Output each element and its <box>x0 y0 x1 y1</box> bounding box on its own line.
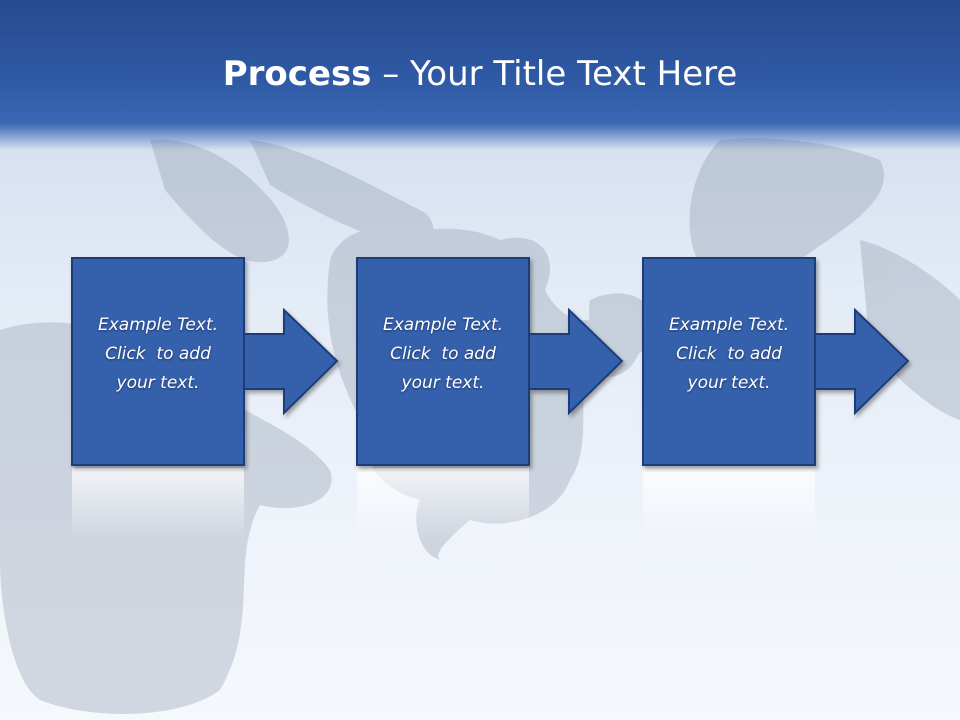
title-band <box>0 0 960 150</box>
step-3-text[interactable]: Example Text. Click to add your text. <box>643 311 815 398</box>
step-2-arrow <box>528 307 624 416</box>
step-3-reflection <box>643 468 815 540</box>
step-1-reflection <box>72 468 244 540</box>
step-1-line-1: Example Text. <box>97 315 219 335</box>
step-3-line-3: your text. <box>687 373 771 393</box>
step-1-line-2: Click to add <box>105 344 211 364</box>
step-2-line-3: your text. <box>401 373 485 393</box>
slide-title: Process – Your Title Text Here <box>0 52 960 96</box>
step-2-line-1: Example Text. <box>382 315 504 335</box>
step-1-arrow <box>243 307 339 416</box>
step-1-text[interactable]: Example Text. Click to add your text. <box>72 311 244 398</box>
step-2-text[interactable]: Example Text. Click to add your text. <box>357 311 529 398</box>
step-3-box <box>642 257 816 466</box>
step-2-line-2: Click to add <box>390 344 496 364</box>
step-2-box <box>356 257 530 466</box>
step-3-line-2: Click to add <box>676 344 782 364</box>
step-3-arrow <box>814 307 910 416</box>
slide-title-bold: Process <box>222 54 372 94</box>
step-3-line-1: Example Text. <box>668 315 790 335</box>
step-reflections <box>72 468 815 540</box>
step-1-line-3: your text. <box>116 373 200 393</box>
slide-title-rest: – Your Title Text Here <box>371 54 738 94</box>
step-2-reflection <box>357 468 529 540</box>
